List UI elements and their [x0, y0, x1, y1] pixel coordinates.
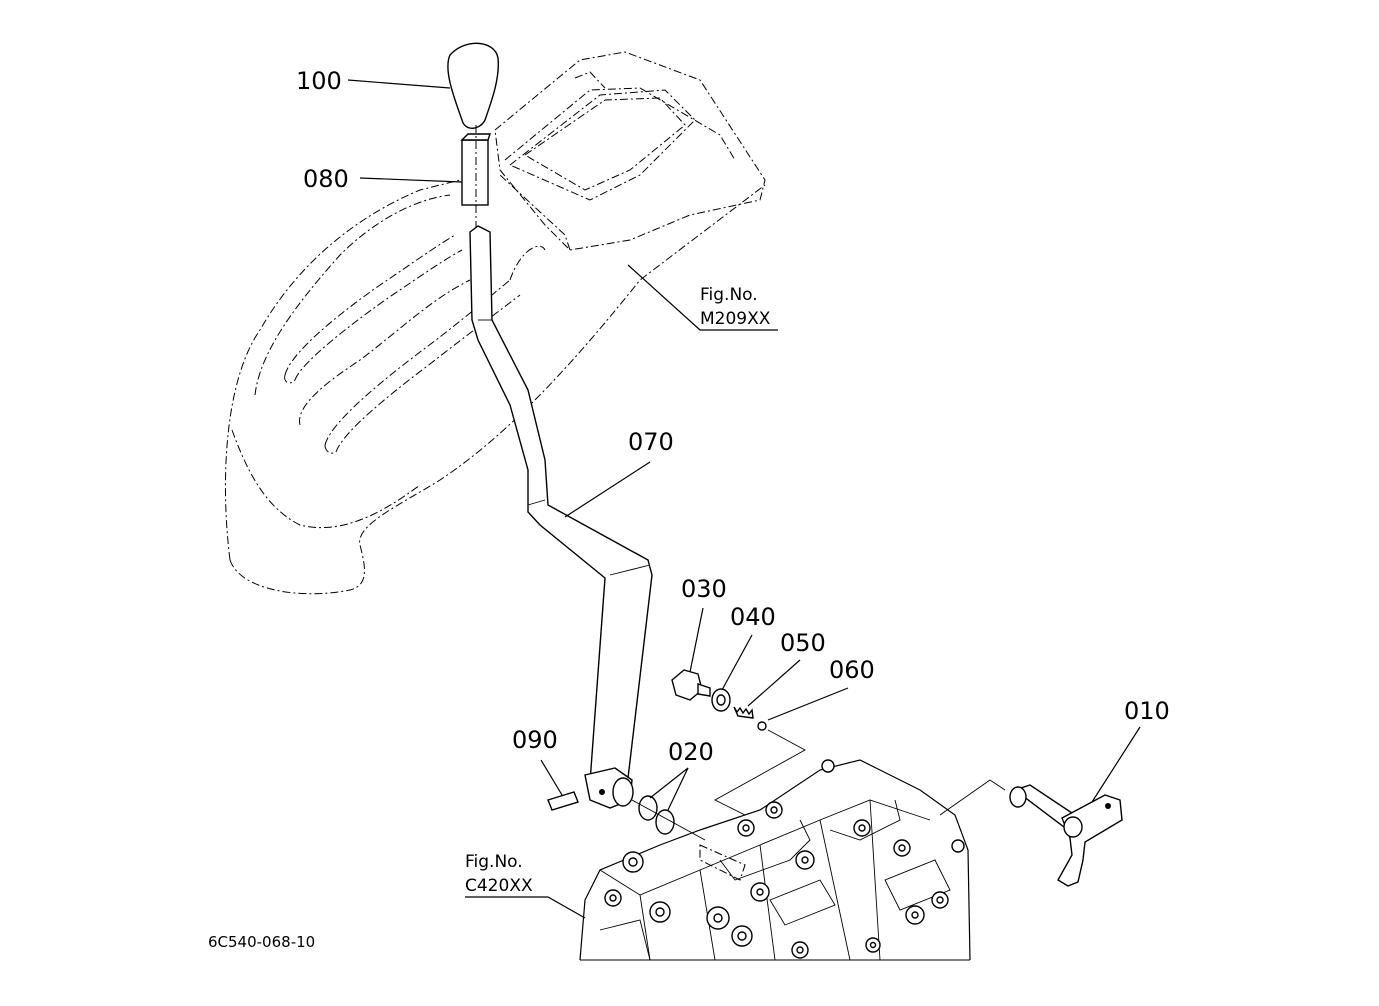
shift-arm-part [1009, 784, 1123, 887]
o-ring-parts [638, 795, 675, 835]
callout-050: 050 [780, 629, 826, 657]
fig-ref-c420xx: Fig.No. C420XX [465, 852, 586, 919]
detent-parts [671, 669, 767, 731]
callout-020: 020 [668, 738, 714, 766]
callout-040: 040 [730, 603, 776, 631]
transmission-housing [579, 759, 971, 961]
fig-ref-label: Fig.No. [465, 852, 523, 872]
fig-ref-code: C420XX [465, 876, 533, 896]
callout-100: 100 [296, 67, 342, 95]
callout-090: 090 [512, 726, 558, 754]
fender-cover-phantom [224, 51, 766, 595]
fig-ref-m209xx: Fig.No. M209XX [627, 264, 778, 331]
callout-070: 070 [628, 428, 674, 456]
callout-080: 080 [303, 165, 349, 193]
spring-pin-part [547, 791, 579, 811]
callout-060: 060 [829, 656, 875, 684]
document-id: 6C540-068-10 [208, 933, 315, 951]
callout-010: 010 [1124, 697, 1170, 725]
fig-ref-code: M209XX [700, 309, 771, 329]
shift-lever-part [469, 225, 653, 809]
fig-ref-label: Fig.No. [700, 285, 758, 305]
knob-part [447, 42, 500, 129]
callout-030: 030 [681, 575, 727, 603]
